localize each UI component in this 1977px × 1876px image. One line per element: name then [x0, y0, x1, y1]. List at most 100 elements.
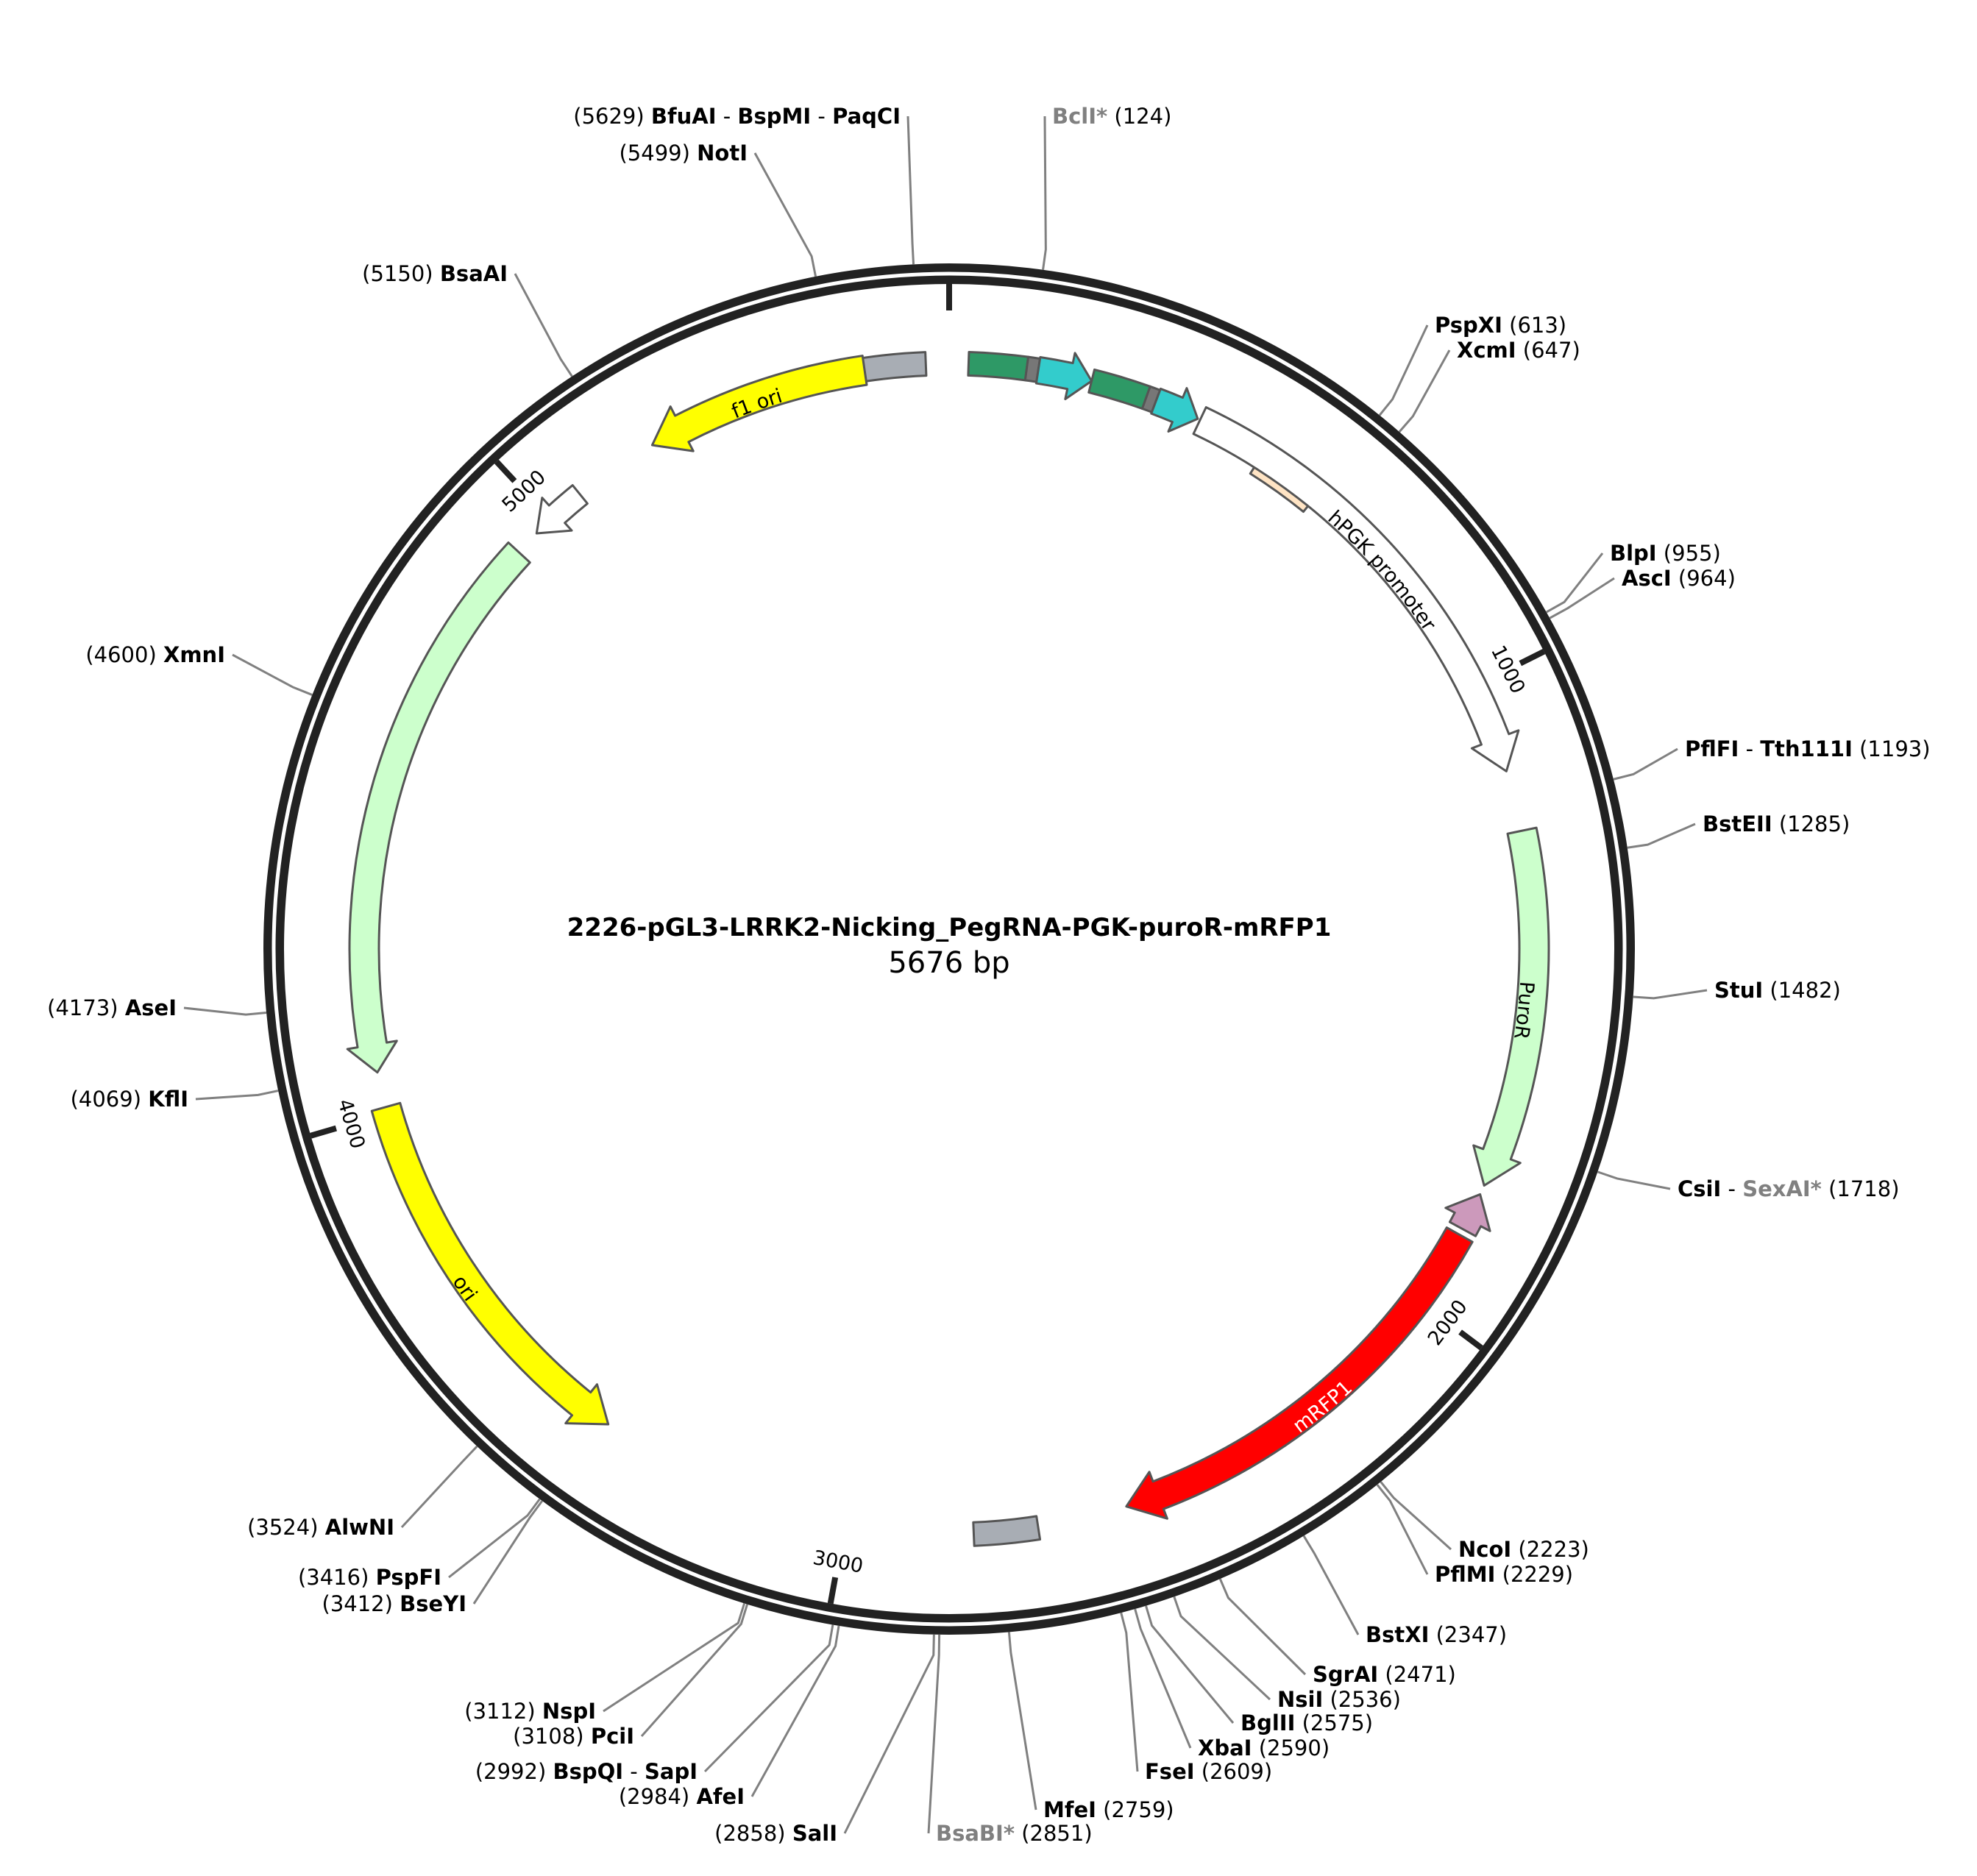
- alwni-site-label[interactable]: (3524) AlwNI: [247, 1515, 394, 1540]
- light-green-feature: [346, 541, 531, 1074]
- bsaai-site-label[interactable]: (5150) BsaAI: [362, 261, 508, 286]
- sali-leader: [843, 1634, 935, 1834]
- pflfi-label-part: (1193): [1853, 736, 1931, 761]
- bcli-site-label[interactable]: BclI* (124): [1052, 104, 1171, 129]
- csii-label-part: (1718): [1822, 1176, 1900, 1201]
- kfli-leader: [195, 1090, 279, 1101]
- mrfp1-arrow: [1125, 1226, 1474, 1520]
- blpi-site-label[interactable]: BlpI (955): [1610, 541, 1721, 566]
- kfli-label-part: KflI: [148, 1087, 188, 1112]
- plasmid-backbone: [263, 263, 1635, 1635]
- pflfi-site-label[interactable]: PflFI - Tth111I (1193): [1685, 736, 1931, 761]
- bsabi-label-part: BsaBI*: [936, 1821, 1015, 1846]
- noti-label-part: NotI: [697, 141, 748, 166]
- pspxi-label-part: PspXI: [1435, 313, 1502, 338]
- tick-label: 1000: [1486, 642, 1529, 697]
- plasmid-size: 5676 bp: [888, 946, 1009, 980]
- site-labels[interactable]: (5629) BfuAI - BspMI - PaqCI (5499) NotI B…: [47, 104, 1930, 1846]
- hpgk-label: hPGK promoter: [1324, 506, 1441, 636]
- bglii-leader: [1145, 1605, 1235, 1724]
- fsei-site-label[interactable]: FseI (2609): [1145, 1759, 1272, 1784]
- pflfi-label-part: -: [1739, 736, 1760, 761]
- bspqi-label-part: BspQI: [553, 1759, 624, 1784]
- pspxi-site-label[interactable]: PspXI (613): [1435, 313, 1566, 338]
- bsabi-site-label[interactable]: BsaBI* (2851): [936, 1821, 1093, 1846]
- mfei-site-label[interactable]: MfeI (2759): [1043, 1797, 1174, 1822]
- pflmi-leader: [1376, 1484, 1429, 1575]
- white-feature: [535, 484, 589, 535]
- nspi-label-part: (3112): [464, 1699, 542, 1724]
- pcii-leader: [640, 1604, 749, 1737]
- nsii-label-part: (2536): [1323, 1687, 1401, 1712]
- bstxi-leader: [1302, 1535, 1360, 1635]
- sali-label-part: (2858): [714, 1821, 792, 1846]
- bspqi-site-label[interactable]: (2992) BspQI - SapI: [475, 1759, 698, 1784]
- tick-label: 3000: [811, 1546, 865, 1578]
- nsii-leader: [1173, 1596, 1271, 1701]
- backbone-gap: [271, 271, 1627, 1627]
- fsei-leader: [1120, 1612, 1139, 1772]
- csii-label-part: CsiI: [1678, 1176, 1721, 1201]
- pspfi-label-part: (3416): [298, 1565, 376, 1590]
- ncoi-label-part: NcoI: [1458, 1537, 1511, 1562]
- bspqi-leader: [703, 1624, 834, 1773]
- csii-site-label[interactable]: CsiI - SexAI* (1718): [1678, 1176, 1900, 1201]
- pspfi-site-label[interactable]: (3416) PspFI: [298, 1565, 441, 1590]
- kfli-site-label[interactable]: (4069) KflI: [71, 1087, 188, 1112]
- xmni-leader: [232, 653, 313, 696]
- stui-leader: [1633, 989, 1708, 1000]
- pcii-site-label[interactable]: (3108) PciI: [513, 1724, 634, 1749]
- bsabi-leader: [927, 1634, 941, 1834]
- bfuai-label-part: (5629): [573, 104, 651, 129]
- xcmi-site-label[interactable]: XcmI (647): [1457, 338, 1580, 363]
- pspxi-leader: [1378, 324, 1429, 416]
- bsteii-site-label[interactable]: BstEII (1285): [1703, 811, 1850, 836]
- stui-site-label[interactable]: StuI (1482): [1714, 978, 1841, 1003]
- bfuai-label-part: -: [717, 104, 738, 129]
- bstxi-site-label[interactable]: BstXI (2347): [1366, 1622, 1507, 1647]
- sali-site-label[interactable]: (2858) SalI: [714, 1821, 837, 1846]
- bglii-site-label[interactable]: BglII (2575): [1240, 1710, 1373, 1735]
- bspqi-label-part: (2992): [475, 1759, 553, 1784]
- bcli-leader: [1042, 116, 1047, 270]
- bfuai-site-label[interactable]: (5629) BfuAI - BspMI - PaqCI: [573, 104, 901, 129]
- xbai-leader: [1134, 1608, 1192, 1749]
- hpgk-arrow: [1192, 406, 1520, 772]
- xmni-label-part: (4600): [85, 642, 163, 667]
- noti-leader: [753, 152, 817, 277]
- sgrai-label-part: SgrAI: [1313, 1662, 1378, 1687]
- bstxi-label-part: BstXI: [1366, 1622, 1429, 1647]
- mfei-label-part: (2759): [1096, 1797, 1174, 1822]
- tick-mark: [827, 1577, 839, 1605]
- pcii-label-part: PciI: [591, 1724, 634, 1749]
- asei-site-label[interactable]: (4173) AseI: [47, 995, 177, 1020]
- asei-leader: [183, 1006, 267, 1016]
- ncoi-site-label[interactable]: NcoI (2223): [1458, 1537, 1589, 1562]
- bglii-label-part: BglII: [1240, 1710, 1295, 1735]
- sgrai-label-part: (2471): [1378, 1662, 1456, 1687]
- xbai-label-part: XbaI: [1198, 1735, 1252, 1760]
- sgrai-site-label[interactable]: SgrAI (2471): [1313, 1662, 1456, 1687]
- bcli-label-part: (124): [1107, 104, 1171, 129]
- xmni-site-label[interactable]: (4600) XmnI: [85, 642, 225, 667]
- noti-site-label[interactable]: (5499) NotI: [619, 141, 748, 166]
- xbai-site-label[interactable]: XbaI (2590): [1198, 1735, 1330, 1760]
- bseyi-site-label[interactable]: (3412) BseYI: [322, 1591, 466, 1616]
- nspi-site-label[interactable]: (3112) NspI: [464, 1699, 596, 1724]
- asci-site-label[interactable]: AscI (964): [1622, 566, 1736, 591]
- bseyi-leader: [472, 1500, 544, 1605]
- blpi-leader: [1546, 553, 1604, 614]
- mfei-label-part: MfeI: [1043, 1797, 1096, 1822]
- blpi-label-part: (955): [1657, 541, 1721, 566]
- bspqi-label-part: -: [623, 1759, 645, 1784]
- nsii-site-label[interactable]: NsiI (2536): [1277, 1687, 1401, 1712]
- pflmi-site-label[interactable]: PflMI (2229): [1435, 1562, 1573, 1587]
- bsteii-leader: [1627, 822, 1696, 849]
- bfuai-label-part: BspMI: [737, 104, 811, 129]
- csii-leader: [1597, 1170, 1671, 1190]
- afei-site-label[interactable]: (2984) AfeI: [619, 1784, 745, 1809]
- nspi-leader: [603, 1603, 746, 1713]
- dark-green-feature: [1087, 368, 1151, 410]
